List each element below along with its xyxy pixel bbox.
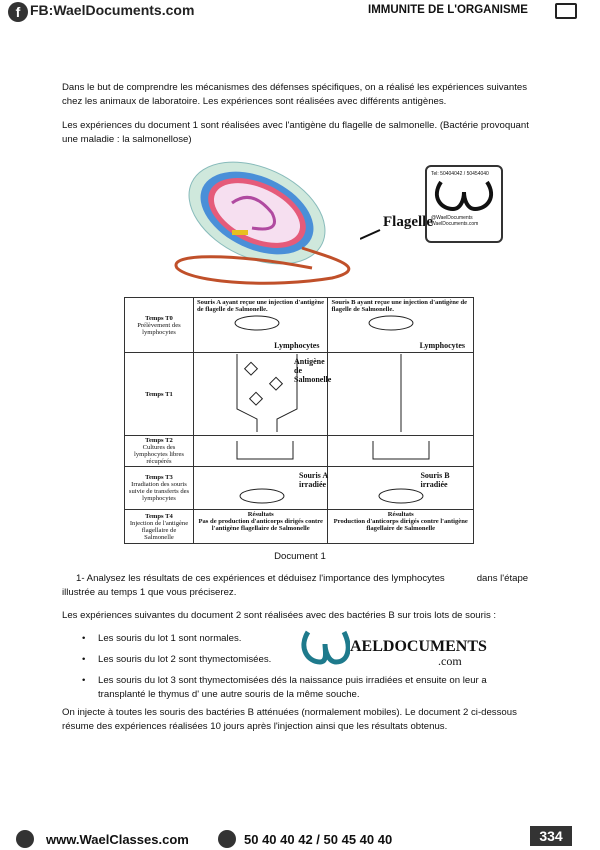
- arrow-down: [400, 354, 402, 432]
- lymphocytes-label-b: Lymphocytes: [419, 341, 465, 350]
- antigen-label: Antigène de Salmonelle: [294, 357, 332, 384]
- closing-paragraph: On injecte à toutes les souris des bacté…: [62, 707, 517, 732]
- list-item: Les souris du lot 2 sont thymectomisées.: [82, 653, 528, 667]
- document-caption: Document 1: [274, 551, 326, 562]
- list-item: Les souris du lot 1 sont normales.: [82, 632, 528, 646]
- cell-a-t1: Antigène de Salmonelle: [192, 352, 331, 436]
- cell-a-t0: Souris A ayant reçue une injection d'ant…: [192, 297, 329, 353]
- page-number: 334: [530, 826, 572, 846]
- question-1: 1- Analysez les résultats de ces expérie…: [62, 573, 531, 598]
- chapter-title: IMMUNITE DE L'ORGANISME: [368, 4, 528, 16]
- mouse-icon: [378, 488, 424, 504]
- cell-b-t2: [327, 435, 474, 467]
- website-link[interactable]: www.WaelClasses.com: [46, 832, 189, 847]
- globe-icon: [16, 830, 34, 848]
- phone-numbers: 50 40 40 42 / 50 45 40 40: [244, 832, 393, 847]
- cell-a-t3: Souris A irradiée: [192, 466, 329, 510]
- stamp-instagram: @WaelDocuments: [431, 215, 473, 221]
- watermark-stamp: Tel: 50404042 / 50454040 @WaelDocuments …: [425, 165, 503, 243]
- mouse-icon: [234, 315, 280, 331]
- stethoscope-logo-icon: [434, 180, 494, 212]
- stamp-website: WaelDocuments.com: [431, 221, 479, 227]
- bacterium-illustration: [174, 161, 351, 285]
- culture-dish-icon: [372, 441, 430, 460]
- cell-a-t2: [192, 435, 329, 467]
- pointer-line: [360, 229, 381, 240]
- souris-a-label: Souris A irradiée: [299, 471, 328, 489]
- cell-b-t0: Souris B ayant reçue une injection d'ant…: [327, 297, 474, 353]
- doc2-intro: Les expériences suivantes du document 2 …: [62, 610, 497, 621]
- lymphocytes-label-a: Lymphocytes: [274, 341, 320, 350]
- souris-b-label: Souris B irradiée: [420, 471, 450, 489]
- intro-paragraph-2: Les expériences du document 1 sont réali…: [62, 120, 529, 145]
- row-t1-label: Temps T1: [124, 352, 194, 436]
- mouse-icon: [239, 488, 285, 504]
- lot-list: Les souris du lot 1 sont normales. Les s…: [82, 632, 528, 709]
- list-item: Les souris du lot 3 sont thymectomisées …: [82, 674, 528, 702]
- cell-b-t3: Souris B irradiée: [327, 466, 474, 510]
- column-chromatography-icon: [236, 354, 298, 432]
- flagelle-label: Flagelle: [383, 214, 433, 230]
- book-icon: [555, 3, 577, 19]
- phone-icon: [218, 830, 236, 848]
- stethoscope-logo-icon: [301, 630, 351, 665]
- intro-paragraph-1: Dans le but de comprendre les mécanismes…: [62, 82, 528, 107]
- cell-b-t1: [327, 352, 474, 436]
- facebook-icon: f: [8, 2, 28, 22]
- culture-dish-icon: [236, 441, 294, 460]
- mouse-icon: [368, 315, 414, 331]
- facebook-link[interactable]: FB:WaelDocuments.com: [30, 2, 195, 18]
- stamp-tel: Tel: 50404042 / 50454040: [431, 171, 489, 177]
- waeldocuments-logo: AELDOCUMENTS .com: [300, 628, 487, 668]
